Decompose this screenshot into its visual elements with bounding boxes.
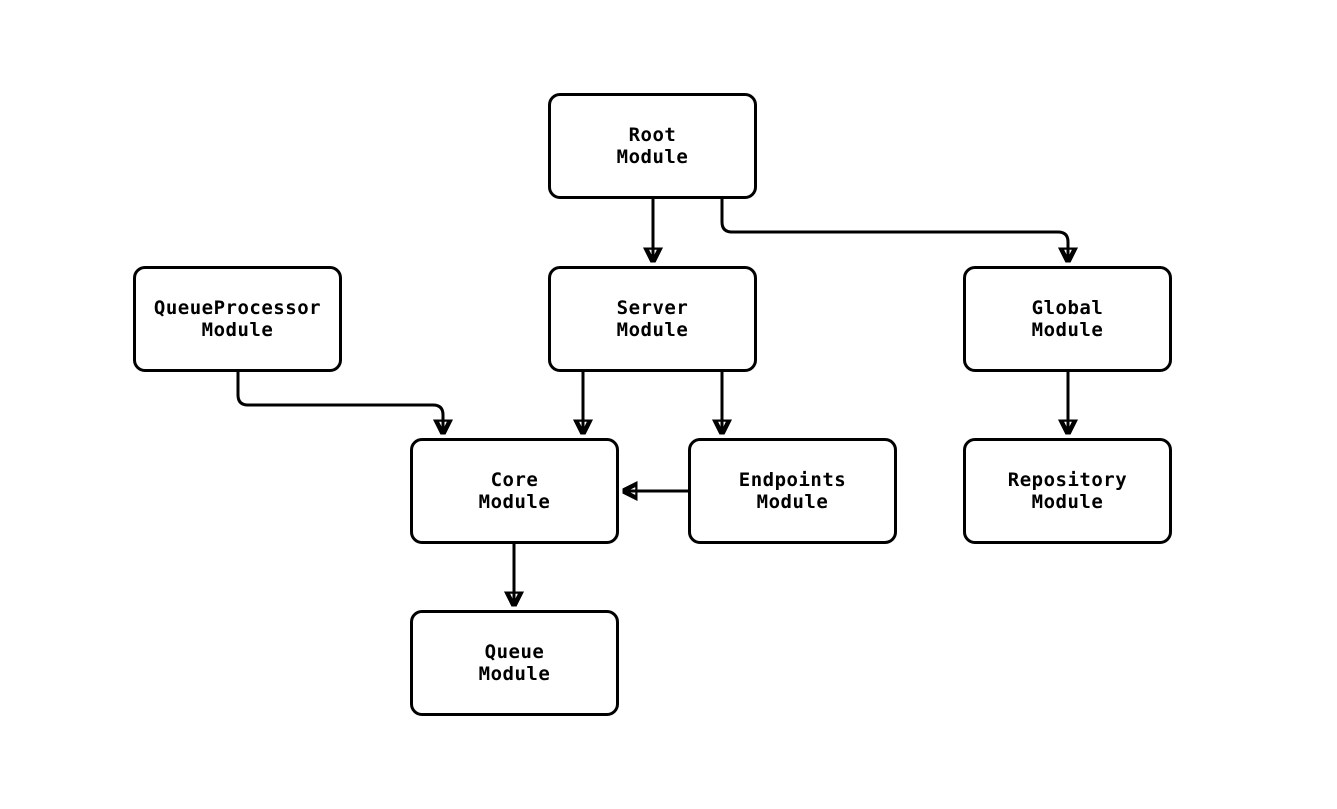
node-repository-module: Repository Module <box>963 438 1172 544</box>
node-queueprocessor-module-label: QueueProcessor Module <box>153 297 322 341</box>
node-global-module-label: Global Module <box>1031 297 1104 341</box>
node-global-module: Global Module <box>963 266 1172 372</box>
node-queue-module: Queue Module <box>410 610 619 716</box>
node-core-module: Core Module <box>410 438 619 544</box>
node-root-module: Root Module <box>548 93 757 199</box>
node-queue-module-label: Queue Module <box>478 641 551 685</box>
node-root-module-label: Root Module <box>616 124 689 168</box>
node-endpoints-module: Endpoints Module <box>688 438 897 544</box>
node-repository-module-label: Repository Module <box>1007 469 1128 513</box>
node-server-module: Server Module <box>548 266 757 372</box>
node-server-module-label: Server Module <box>616 297 689 341</box>
edge-queueprocessor-to-core <box>236 372 443 433</box>
node-queueprocessor-module: QueueProcessor Module <box>133 266 342 372</box>
node-endpoints-module-label: Endpoints Module <box>738 469 847 513</box>
edge-root-to-global <box>720 199 1068 261</box>
node-core-module-label: Core Module <box>478 469 551 513</box>
